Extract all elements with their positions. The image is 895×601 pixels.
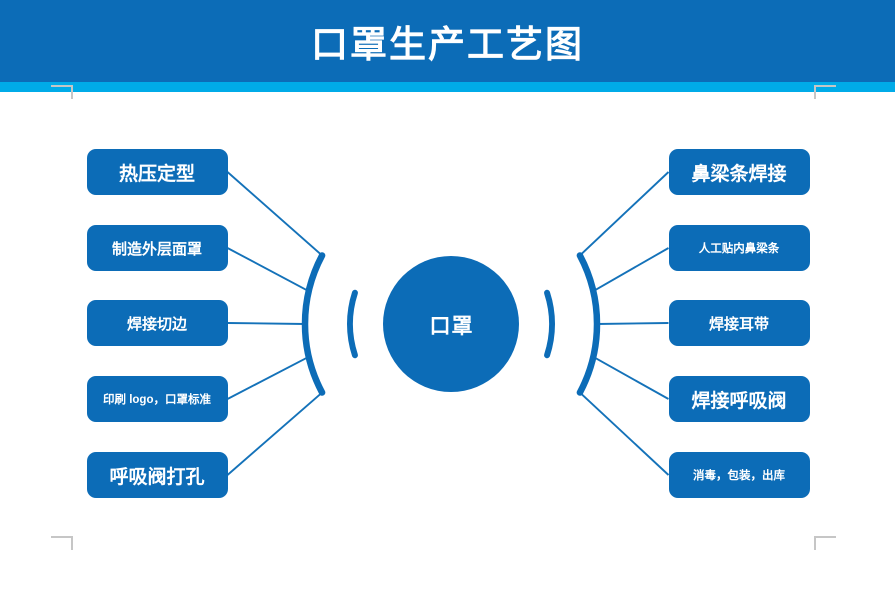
connector-left-3 (227, 322, 306, 325)
corner-mark-top-right (814, 85, 836, 99)
decorative-arcs (301, 252, 601, 396)
connector-right-2 (592, 247, 669, 292)
process-node-label: 呼吸阀打孔 (109, 466, 205, 488)
process-node-left-3[interactable]: 焊接切边 (86, 300, 228, 346)
process-node-right-3[interactable]: 焊接耳带 (668, 300, 810, 346)
process-node-label: 人工贴内鼻梁条 (698, 243, 780, 255)
corner-mark-horizontal (51, 85, 73, 87)
process-node-left-4[interactable]: 印刷 logo，口罩标准 (86, 376, 228, 422)
page-title: 口罩生产工艺图 (311, 24, 584, 65)
arc-right-outer (576, 252, 601, 396)
connector-left-2 (227, 247, 310, 292)
process-node-label: 热压定型 (118, 163, 195, 185)
corner-mark-horizontal (814, 85, 836, 87)
header-bar (0, 0, 895, 82)
process-node-label: 焊接切边 (126, 315, 187, 333)
connector-right-5 (579, 391, 670, 476)
process-node-label: 焊接呼吸阀 (691, 390, 787, 412)
corner-mark-vertical (814, 85, 816, 99)
arc-right-inner (544, 289, 555, 359)
process-node-label: 焊接耳带 (708, 315, 769, 333)
process-node-right-1[interactable]: 鼻梁条焊接 (668, 149, 810, 195)
process-node-left-1[interactable]: 热压定型 (86, 149, 228, 195)
process-node-label: 鼻梁条焊接 (691, 163, 787, 185)
corner-mark-bottom-right (814, 536, 836, 550)
center-circle (383, 256, 519, 392)
connector-left-5 (226, 391, 323, 476)
connector-right-4 (592, 356, 669, 400)
corner-mark-vertical (814, 536, 816, 550)
process-node-left-2[interactable]: 制造外层面罩 (86, 225, 228, 271)
process-node-right-5[interactable]: 消毒，包装，出库 (668, 452, 810, 498)
corner-mark-top-left (51, 85, 73, 99)
connector-left-4 (227, 355, 310, 400)
corner-mark-horizontal (814, 536, 836, 538)
arc-left-inner (347, 289, 358, 359)
connector-right-3 (596, 322, 669, 325)
corner-mark-vertical (71, 85, 73, 99)
connector-right-1 (579, 171, 670, 257)
arc-left-outer (301, 252, 326, 396)
corner-mark-horizontal (51, 536, 73, 538)
corner-mark-bottom-left (51, 536, 73, 550)
process-node-right-4[interactable]: 焊接呼吸阀 (668, 376, 810, 422)
process-node-right-2[interactable]: 人工贴内鼻梁条 (668, 225, 810, 271)
header-accent-strip (0, 82, 895, 92)
process-node-label: 制造外层面罩 (111, 240, 202, 258)
connector-left-1 (226, 171, 323, 257)
process-node-left-5[interactable]: 呼吸阀打孔 (86, 452, 228, 498)
process-node-label: 消毒，包装，出库 (693, 470, 785, 482)
corner-mark-vertical (71, 536, 73, 550)
process-node-label: 印刷 logo，口罩标准 (103, 394, 211, 406)
connector-lines (226, 171, 670, 476)
